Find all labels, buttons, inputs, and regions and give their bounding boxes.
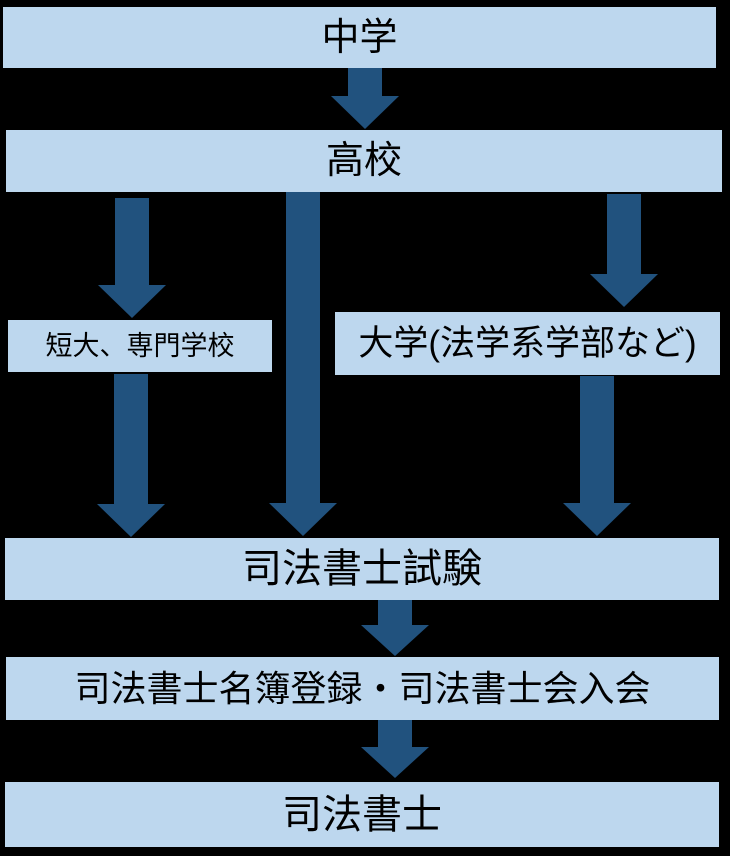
node-exam-label: 司法書士試験 (242, 547, 482, 591)
arrow-junior-college-to-exam-icon (97, 374, 165, 537)
node-junior-high: 中学 (3, 7, 716, 68)
arrow-shaft (114, 374, 148, 504)
arrow-head (97, 504, 165, 537)
node-university-label: 大学(法学系学部など) (358, 324, 697, 363)
arrow-exam-to-registration-icon (361, 600, 429, 656)
node-judicial-scrivener-label: 司法書士 (282, 792, 442, 837)
arrow-shaft (286, 192, 320, 503)
node-registration-label: 司法書士名簿登録・司法書士会入会 (74, 667, 651, 709)
node-junior-high-label: 中学 (321, 16, 398, 59)
arrow-university-to-exam-icon (563, 376, 631, 536)
arrow-junior-high-to-high-school-icon (331, 68, 399, 129)
arrow-head (563, 503, 631, 536)
arrow-shaft (580, 376, 614, 503)
arrow-high-school-to-junior-college-icon (98, 198, 166, 318)
arrow-shaft (378, 600, 412, 625)
arrow-head (98, 285, 166, 318)
node-registration: 司法書士名簿登録・司法書士会入会 (6, 657, 719, 720)
arrow-head (331, 96, 399, 129)
arrow-high-school-to-exam-icon (269, 192, 337, 536)
arrow-shaft (607, 194, 641, 274)
arrow-head (590, 274, 658, 307)
node-high-school: 高校 (6, 130, 722, 192)
node-junior-college: 短大、専門学校 (8, 320, 272, 372)
arrow-head (269, 503, 337, 536)
node-high-school-label: 高校 (325, 140, 402, 182)
arrow-head (361, 625, 429, 656)
arrow-shaft (115, 198, 149, 285)
arrow-shaft (348, 68, 382, 96)
arrow-shaft (378, 720, 412, 747)
node-university: 大学(法学系学部など) (335, 312, 720, 375)
node-exam: 司法書士試験 (5, 538, 719, 600)
arrow-high-school-to-university-icon (590, 194, 658, 307)
arrow-registration-to-scrivener-icon (361, 720, 429, 778)
node-junior-college-label: 短大、専門学校 (45, 330, 235, 361)
arrow-head (361, 747, 429, 778)
node-judicial-scrivener: 司法書士 (5, 782, 719, 847)
